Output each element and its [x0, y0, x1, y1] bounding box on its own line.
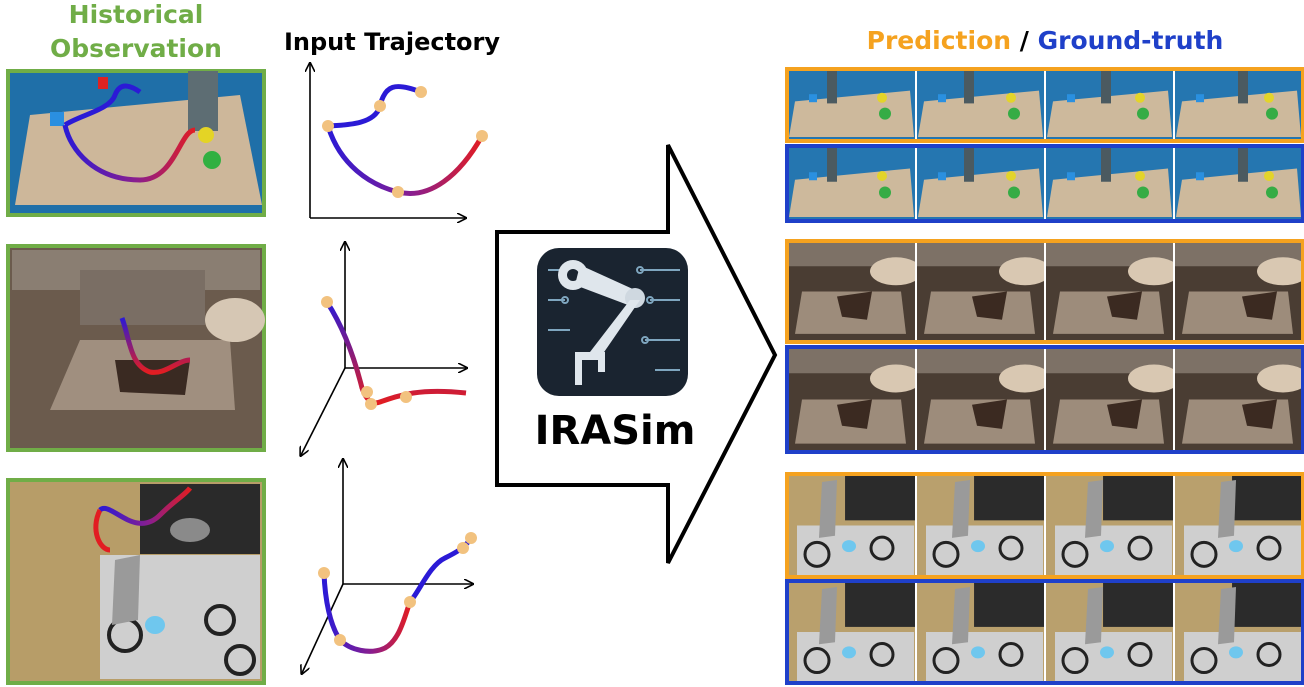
- ground-truth-label: Ground-truth: [1037, 26, 1224, 55]
- frame-1: [786, 581, 916, 683]
- historical-observation-text: Historical Observation: [50, 0, 222, 63]
- historical-observation-title: Historical Observation: [8, 0, 264, 66]
- frame-4: [1173, 69, 1303, 141]
- frame-4: [1173, 146, 1303, 221]
- frame-2: [915, 581, 1045, 683]
- trajectory-plot-3: [302, 460, 477, 673]
- frame-4: [1173, 347, 1304, 452]
- frame-2: [915, 241, 1051, 342]
- frame-1: [786, 347, 922, 452]
- historical-image-2: [6, 244, 266, 452]
- frame-4: [1173, 241, 1304, 342]
- frame-4: [1173, 581, 1303, 683]
- frame-2: [915, 146, 1045, 221]
- frame-4: [1173, 474, 1303, 577]
- prediction-border: [785, 67, 1304, 143]
- legend-title: Prediction / Ground-truth: [790, 26, 1300, 55]
- ground-truth-border: [785, 579, 1304, 685]
- kitchen-stove-ground-truth-row: [785, 579, 1304, 685]
- frame-3: [1044, 474, 1174, 577]
- frame-3: [1044, 581, 1174, 683]
- tabletop-blocks-prediction-row: [785, 67, 1304, 143]
- ground-truth-border: [785, 345, 1304, 454]
- frame-2: [915, 474, 1045, 577]
- frame-2: [915, 347, 1051, 452]
- trajectory-plot-2: [301, 243, 466, 455]
- frame-2: [915, 69, 1045, 141]
- tabletop-blocks-ground-truth-row: [785, 144, 1304, 223]
- prediction-label: Prediction: [866, 26, 1012, 55]
- kitchen-stove-prediction-row: [785, 472, 1304, 579]
- robot-arm-logo-icon: [537, 248, 688, 396]
- frame-1: [786, 474, 916, 577]
- drawer-object-prediction-row: [785, 239, 1304, 344]
- input-trajectory-title: Input Trajectory: [283, 28, 501, 56]
- frame-3: [1044, 146, 1174, 221]
- ground-truth-border: [785, 144, 1304, 223]
- frame-3: [1044, 347, 1180, 452]
- drawer-object-ground-truth-row: [785, 345, 1304, 454]
- prediction-border: [785, 472, 1304, 579]
- slash-separator: /: [1019, 26, 1029, 55]
- frame-3: [1044, 69, 1174, 141]
- trajectory-plot-1: [310, 64, 488, 218]
- frame-3: [1044, 241, 1180, 342]
- historical-image-1: [6, 69, 266, 217]
- frame-1: [786, 241, 922, 342]
- historical-image-3: [6, 478, 266, 685]
- model-name-label: IRASim: [534, 408, 696, 454]
- frame-1: [786, 69, 916, 141]
- frame-1: [786, 146, 916, 221]
- prediction-border: [785, 239, 1304, 344]
